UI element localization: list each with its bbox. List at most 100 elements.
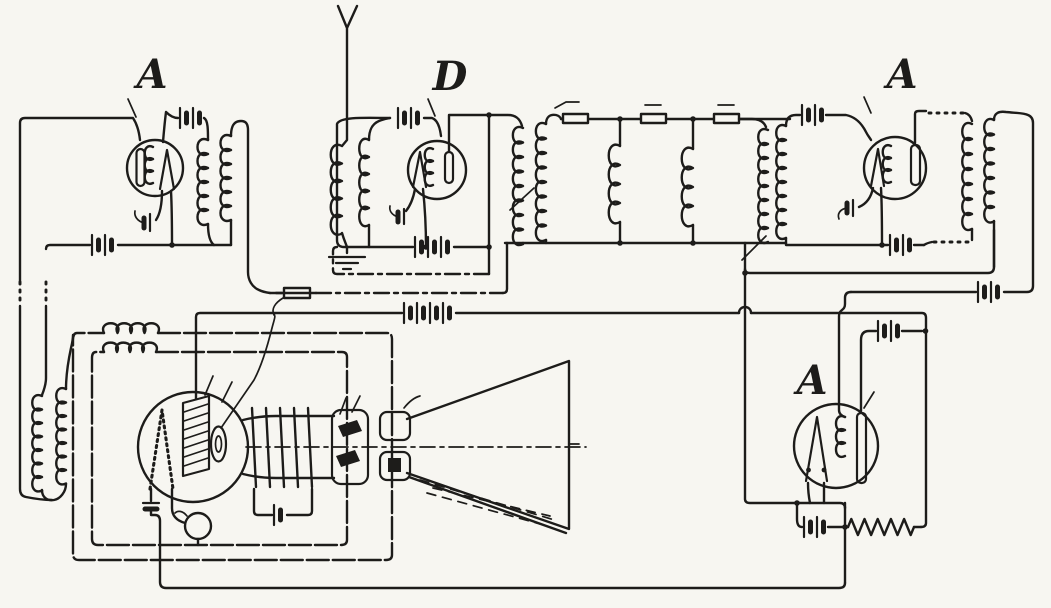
drive-tube-filament xyxy=(148,408,175,491)
band-filter xyxy=(501,101,882,295)
wire xyxy=(795,501,804,529)
rheostat-resistor xyxy=(846,517,916,537)
a2-filament-leg xyxy=(857,186,875,209)
left-coupling-transformer xyxy=(18,280,75,502)
d-filament-battery xyxy=(413,235,450,259)
a2-filament xyxy=(869,147,886,188)
throat-clamp xyxy=(378,450,412,482)
battery-plate xyxy=(800,103,817,127)
d-tube-icon xyxy=(406,139,468,201)
wire xyxy=(252,487,274,517)
long-return-wire xyxy=(149,509,847,590)
armature-electrode xyxy=(336,450,360,467)
stage-a3-label: A xyxy=(792,357,827,404)
d-filament-leg xyxy=(404,187,417,213)
battery-plate xyxy=(808,519,826,535)
d-transformer-coil xyxy=(511,125,525,247)
neck-tube xyxy=(241,472,336,480)
junction-dot xyxy=(617,240,623,246)
a3-top-wire xyxy=(743,228,996,275)
speaker-unit xyxy=(71,313,847,590)
armature-electrode xyxy=(338,420,362,437)
a3-tube-icon xyxy=(792,402,880,490)
wire xyxy=(40,304,48,397)
right-edge-wire xyxy=(992,110,1035,294)
choke-coil xyxy=(101,341,159,354)
return-bus xyxy=(331,245,491,276)
a2-capacitor-hook xyxy=(837,207,848,220)
a1-grid-coil xyxy=(143,144,155,186)
a1-plate-battery xyxy=(178,106,202,130)
choke-coil xyxy=(101,322,161,335)
horn-loudspeaker xyxy=(245,359,587,535)
junction-dot xyxy=(922,328,929,334)
filament-bus xyxy=(194,311,404,401)
anode-disc xyxy=(209,425,228,463)
wire xyxy=(285,487,314,517)
d-grid-battery xyxy=(396,106,420,130)
battery-plate xyxy=(982,284,1000,300)
battery-plate xyxy=(882,323,900,339)
wire xyxy=(501,241,509,295)
a1-transformer-primary-coil xyxy=(196,137,210,227)
a3-grid-lead xyxy=(837,290,853,419)
inner-case-wire xyxy=(90,350,349,547)
a1-filament-leg xyxy=(154,189,164,222)
a1-filament-leg xyxy=(169,189,174,247)
a2-transformer-coil xyxy=(961,121,974,232)
a2-plate-lead xyxy=(913,109,928,145)
d-transformer-coil xyxy=(534,121,548,243)
wire xyxy=(18,304,54,502)
d-grid-stub xyxy=(427,98,436,117)
battery-plate xyxy=(396,106,413,130)
battery-plate xyxy=(184,110,202,126)
fuse-flag xyxy=(554,101,580,109)
junction-dot xyxy=(169,242,175,248)
d-loop-wire xyxy=(335,116,415,249)
wire xyxy=(784,236,882,247)
throat-clamp-core xyxy=(388,458,401,472)
ground-icon xyxy=(327,255,367,271)
supply-buses xyxy=(194,245,928,529)
wire xyxy=(963,111,974,123)
wire xyxy=(40,482,68,502)
battery-plate xyxy=(806,107,824,123)
a1-plate-lead xyxy=(161,110,180,144)
stage-d-label: D xyxy=(432,53,468,100)
a1-capacitor-hook xyxy=(133,210,145,224)
a3-filament-legs xyxy=(806,481,826,505)
filter-coil xyxy=(680,146,695,228)
outer-case-wire xyxy=(71,331,394,562)
a2-plate xyxy=(909,143,922,187)
junction-dot xyxy=(423,244,429,250)
battery-plate xyxy=(408,305,452,321)
d-plate-wire xyxy=(447,113,524,153)
a2-grid-battery xyxy=(800,103,824,127)
filter-transformer-coil xyxy=(775,123,788,241)
a3-grid-battery xyxy=(876,319,900,343)
a3-filament-battery xyxy=(802,515,826,539)
d-grid-lead xyxy=(422,116,443,138)
filter-coil xyxy=(607,143,622,225)
filter-transformer-coil xyxy=(757,127,770,245)
a2-filament-leg xyxy=(879,186,884,247)
battery-plate xyxy=(90,233,107,257)
a1-wire xyxy=(202,116,210,142)
filament-bus xyxy=(749,311,928,529)
a1-tube-icon xyxy=(125,138,185,198)
wire xyxy=(784,113,802,128)
left-transformer-coil xyxy=(55,386,68,486)
phone-element xyxy=(183,511,213,541)
stage-a1-rf-amplifier: A xyxy=(18,51,272,295)
a3-plate-stub xyxy=(863,391,875,409)
a2-filament-battery xyxy=(888,233,912,257)
junction-dot xyxy=(486,244,492,250)
stage-a2-amplifier: A xyxy=(800,51,1035,304)
a3-left-loop xyxy=(743,241,847,510)
coupling-fuse xyxy=(712,112,741,125)
d-plate xyxy=(443,150,455,185)
d-filament-leg xyxy=(421,187,428,249)
a2-tube-icon xyxy=(862,135,928,201)
